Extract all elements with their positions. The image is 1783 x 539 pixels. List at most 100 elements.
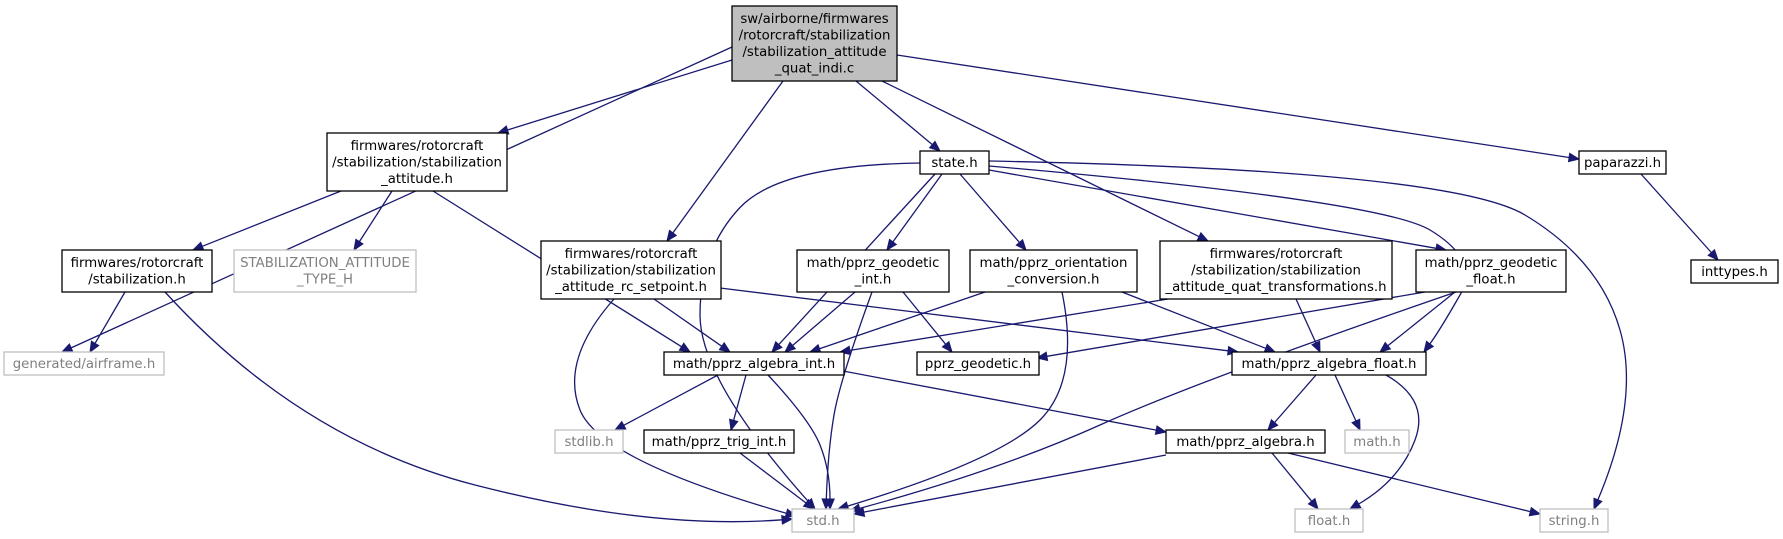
node-label-line: math/pprz_algebra_float.h (1242, 357, 1417, 372)
node-box (1294, 508, 1364, 533)
node-label-line: /stabilization/stabilization (1191, 263, 1361, 278)
node-box (791, 508, 855, 533)
node-label-line: math/pprz_algebra.h (1176, 435, 1314, 450)
node-float: float.h (1294, 508, 1364, 533)
node-string: string.h (1539, 508, 1609, 533)
edge-state-to-geodetic_float (988, 169, 1448, 254)
node-pprz-geodetic[interactable]: pprz_geodetic.h (916, 351, 1040, 376)
edge-arrowhead (1154, 425, 1168, 435)
node-orientation[interactable]: math/pprz_orientation_conversion.h (969, 249, 1138, 293)
edge-stabilization-to-std (164, 291, 794, 525)
edge-geodetic_float-to-pprz_geodetic (1035, 291, 1426, 362)
node-box (663, 351, 845, 376)
edge-line (672, 80, 784, 234)
edge-arrowhead (1015, 238, 1027, 251)
node-box (1578, 150, 1667, 175)
edge-geodetic_int-to-pprz_geodetic (902, 291, 953, 354)
edge-arrowhead (60, 343, 74, 353)
edge-arrowhead (666, 229, 678, 243)
edge-arrowhead (1311, 340, 1321, 354)
node-box (796, 249, 950, 293)
node-label-line: /stabilization/stabilization (332, 155, 502, 170)
node-inttypes[interactable]: inttypes.h (1690, 259, 1779, 284)
edge-arrowhead (613, 420, 627, 431)
edge-algebra_int-to-stdlib (613, 374, 719, 431)
edge-algebra_float-to-algebra (1267, 374, 1317, 431)
edge-line (855, 80, 933, 146)
node-state[interactable]: state.h (919, 150, 990, 175)
node-rc-setpoint[interactable]: firmwares/rotorcraft/stabilization/stabi… (540, 240, 722, 300)
edge-line (792, 291, 856, 346)
node-label-line: state.h (931, 156, 977, 171)
edge-line (988, 160, 1628, 501)
edge-geodetic_int-to-std (821, 291, 873, 511)
node-geodetic-int[interactable]: math/pprz_geodetic _int.h (796, 249, 950, 293)
edge-line (1121, 291, 1266, 349)
node-label-line: float.h (1308, 514, 1351, 529)
node-root[interactable]: sw/airborne/firmwares/rotorcraft/stabili… (731, 5, 898, 82)
node-geodetic-float[interactable]: math/pprz_geodetic_float.h (1415, 249, 1567, 293)
node-label-line: math/pprz_geodetic (807, 256, 940, 271)
node-box (1159, 240, 1393, 300)
edge-arrowhead (1267, 418, 1279, 431)
edge-arrowhead (928, 140, 941, 152)
edge-line (164, 291, 783, 523)
edge-arrowhead (1351, 418, 1361, 432)
edge-arrowhead (729, 418, 739, 432)
edge-state-to-algebra_float (988, 165, 1467, 354)
edge-algebra-to-string (1287, 452, 1542, 517)
edge-root-to-state (855, 80, 941, 152)
edge-algebra_float-to-float (1348, 374, 1420, 510)
edge-arrowhead (1378, 341, 1392, 353)
edge-orientation-to-algebra_int (808, 291, 986, 354)
node-trig-int[interactable]: math/pprz_trig_int.h (643, 429, 795, 454)
edge-line (653, 298, 723, 347)
node-label-line: math.h (1353, 435, 1400, 450)
edge-root-to-stab_attitude (496, 59, 733, 135)
node-quat-transf[interactable]: firmwares/rotorcraft/stabilization/stabi… (1159, 240, 1393, 300)
node-label-line: /rotorcraft/stabilization (739, 29, 891, 44)
node-algebra-int[interactable]: math/pprz_algebra_int.h (663, 351, 845, 376)
edge-arrowhead (1263, 343, 1277, 353)
edge-quat_transf-to-algebra_float (1295, 298, 1321, 354)
node-stabilization[interactable]: firmwares/rotorcraft/stabilization.h (61, 249, 213, 293)
edge-arrowhead (1567, 152, 1581, 163)
node-box (643, 429, 795, 454)
node-label-line: generated/airframe.h (13, 357, 156, 372)
edge-line (988, 169, 1437, 249)
node-paparazzi[interactable]: paparazzi.h (1578, 150, 1667, 175)
edge-trig_int-to-std (739, 452, 816, 510)
node-box (1344, 429, 1410, 454)
node-label-line: _int.h (854, 273, 892, 288)
node-algebra[interactable]: math/pprz_algebra.h (1165, 429, 1326, 454)
node-label-line: firmwares/rotorcraft (71, 256, 204, 271)
node-algebra-float[interactable]: math/pprz_algebra_float.h (1231, 351, 1427, 376)
node-label-line: _conversion.h (1007, 273, 1100, 288)
edge-line (767, 374, 831, 500)
edge-line (623, 374, 719, 426)
node-stab-attitude[interactable]: firmwares/rotorcraft/stabilization/stabi… (326, 132, 508, 192)
edge-root-to-paparazzi (896, 54, 1581, 163)
edge-geodetic_float-to-std (848, 291, 1457, 513)
edge-line (847, 291, 1069, 507)
node-box (916, 351, 1040, 376)
edge-line (849, 298, 1169, 352)
edge-line (732, 374, 747, 421)
edge-algebra_int-to-std (767, 374, 835, 511)
edge-root-to-rc_setpoint (666, 80, 784, 243)
edge-line (896, 54, 1570, 159)
edge-arrowhead (1348, 499, 1362, 510)
edge-algebra_int-to-trig_int (729, 374, 747, 432)
node-box (554, 429, 624, 454)
edge-line (573, 298, 787, 514)
node-box (326, 132, 508, 192)
edge-stabilization-to-airframe (89, 291, 126, 354)
edge-stab_attitude-to-stabilization (191, 190, 342, 251)
edge-line (1287, 452, 1531, 513)
node-label-line: /stabilization_attitude (742, 45, 886, 60)
edge-arrowhead (1035, 351, 1049, 362)
edge-arrowhead (1307, 497, 1319, 511)
node-label-line: math/pprz_geodetic (1425, 256, 1558, 271)
edge-line (202, 190, 342, 247)
edge-arrowhead (678, 342, 692, 353)
